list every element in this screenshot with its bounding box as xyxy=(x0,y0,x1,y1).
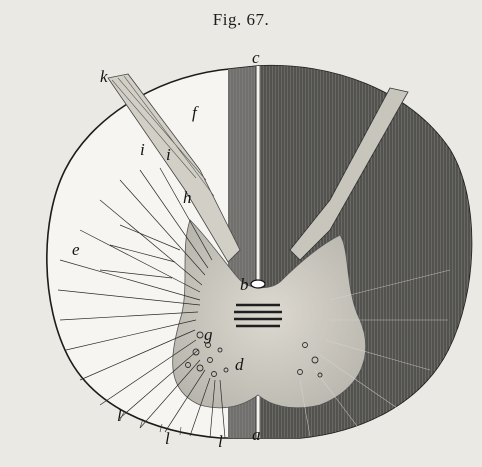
label-c: c xyxy=(252,48,260,67)
label-k: k xyxy=(100,67,108,86)
label-h: h xyxy=(183,188,192,207)
label-d: d xyxy=(235,355,244,374)
label-e: e xyxy=(72,240,80,259)
label-g: g xyxy=(204,325,213,344)
label-a: a xyxy=(252,425,261,444)
label-i-first: i xyxy=(140,140,145,159)
label-l-second: l xyxy=(165,429,170,448)
label-b: b xyxy=(240,275,249,294)
label-l-third: l xyxy=(218,432,223,451)
label-l-first: l xyxy=(117,406,122,425)
central-canal xyxy=(251,280,265,288)
label-i-second: i xyxy=(166,145,171,164)
